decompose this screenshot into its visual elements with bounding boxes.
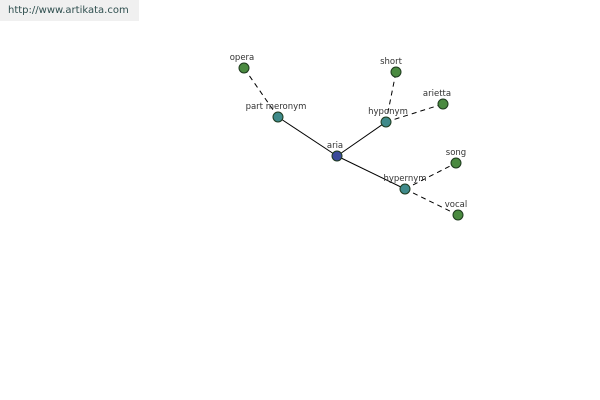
node-short-dot[interactable] xyxy=(390,66,402,78)
node-arietta[interactable]: arietta xyxy=(423,89,451,110)
node-arietta-dot[interactable] xyxy=(437,98,449,110)
node-part-meronym[interactable]: part meronym xyxy=(246,102,307,123)
node-song-label[interactable]: song xyxy=(446,148,466,158)
edge-part-meronym-opera xyxy=(243,67,279,118)
edge-hypernym-song xyxy=(404,162,457,190)
node-opera-dot[interactable] xyxy=(238,62,250,74)
node-part-meronym-label[interactable]: part meronym xyxy=(246,102,307,112)
node-hypernym-dot[interactable] xyxy=(399,183,411,195)
node-vocal[interactable]: vocal xyxy=(445,200,467,221)
edge-aria-hyponym xyxy=(336,121,387,157)
node-hyponym-dot[interactable] xyxy=(380,116,392,128)
node-song-dot[interactable] xyxy=(450,157,462,169)
node-aria-dot[interactable] xyxy=(331,150,343,162)
node-part-meronym-dot[interactable] xyxy=(272,111,284,123)
node-aria-label[interactable]: aria xyxy=(327,141,343,151)
node-short-label[interactable]: short xyxy=(380,57,403,67)
node-vocal-dot[interactable] xyxy=(452,209,464,221)
node-hyponym[interactable]: hyponym xyxy=(368,107,408,128)
node-hyponym-label[interactable]: hyponym xyxy=(368,107,408,117)
node-opera[interactable]: opera xyxy=(230,53,255,74)
node-song[interactable]: song xyxy=(446,148,466,169)
node-hypernym-label[interactable]: hypernym xyxy=(383,174,426,184)
node-vocal-label[interactable]: vocal xyxy=(445,200,467,210)
node-opera-label[interactable]: opera xyxy=(230,53,255,63)
node-aria[interactable]: aria xyxy=(327,141,343,162)
edge-hyponym-arietta xyxy=(385,103,444,123)
edge-aria-hypernym xyxy=(336,155,406,190)
node-short[interactable]: short xyxy=(380,57,403,78)
edge-aria-part-meronym xyxy=(277,116,338,157)
artikata-link[interactable]: http://www.artikata.com xyxy=(0,0,139,21)
node-arietta-label[interactable]: arietta xyxy=(423,89,451,99)
edge-hypernym-vocal xyxy=(404,188,459,216)
node-hypernym[interactable]: hypernym xyxy=(383,174,427,195)
